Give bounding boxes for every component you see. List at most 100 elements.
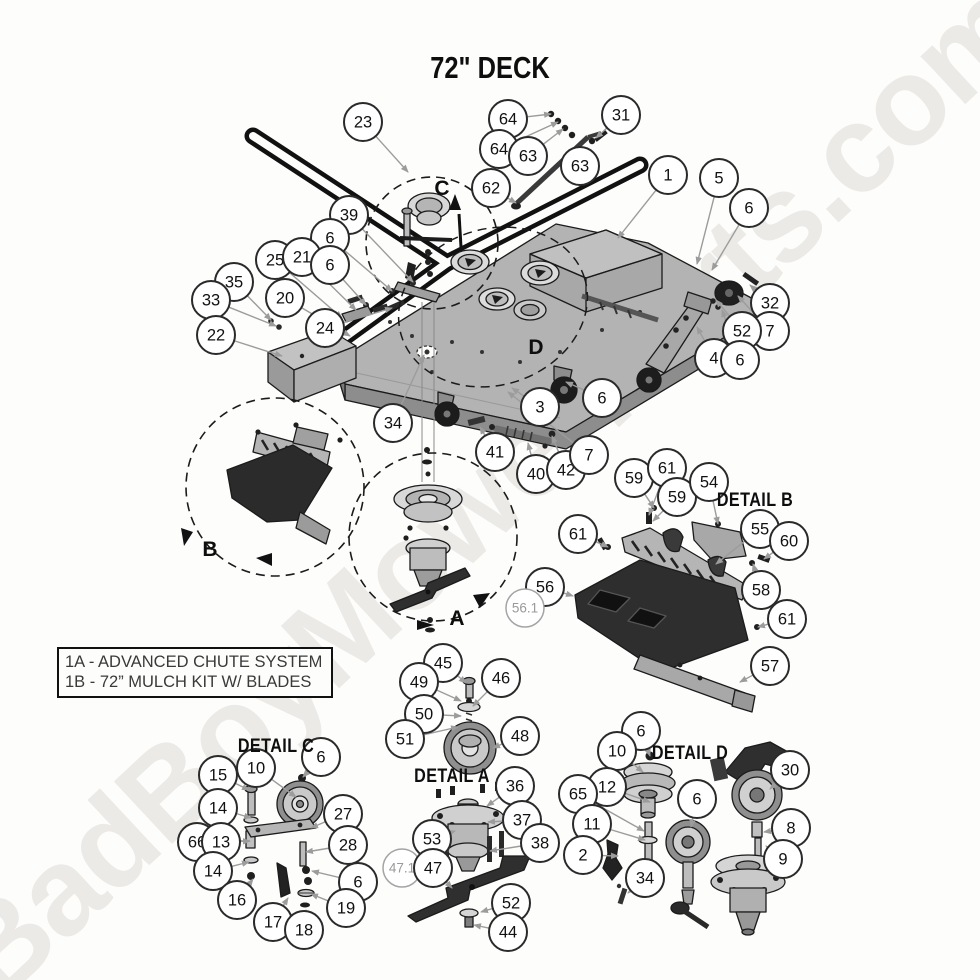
svg-text:DETAIL A: DETAIL A [414, 765, 490, 787]
svg-text:7: 7 [584, 447, 593, 465]
callout-53: 53 [412, 819, 452, 859]
svg-text:34: 34 [636, 870, 654, 888]
detail-b-assembly [574, 505, 771, 713]
callout-6: 6 [301, 737, 341, 777]
svg-text:35: 35 [225, 274, 243, 292]
svg-text:45: 45 [434, 655, 452, 673]
svg-text:64: 64 [499, 111, 517, 129]
svg-text:40: 40 [527, 466, 545, 484]
callout-58: 58 [741, 570, 781, 610]
svg-text:61: 61 [778, 611, 796, 629]
svg-text:34: 34 [384, 415, 402, 433]
svg-text:6: 6 [597, 390, 606, 408]
svg-text:30: 30 [781, 762, 799, 780]
svg-text:61: 61 [569, 526, 587, 544]
callout-48: 48 [500, 716, 540, 756]
legend-line-1a: 1A - ADVANCED CHUTE SYSTEM [65, 653, 323, 671]
svg-text:49: 49 [410, 674, 428, 692]
legend-box: 1A - ADVANCED CHUTE SYSTEM 1B - 72” MULC… [57, 647, 333, 698]
svg-text:53: 53 [423, 831, 441, 849]
detail-b-callout-area [181, 397, 365, 577]
callout-64: 64 [479, 129, 519, 169]
svg-text:47.1: 47.1 [389, 861, 415, 876]
svg-text:17: 17 [264, 914, 282, 932]
callout-36: 36 [495, 766, 535, 806]
svg-text:11: 11 [583, 816, 600, 834]
svg-text:27: 27 [334, 806, 352, 824]
detail-c-callout-area [365, 176, 499, 310]
svg-text:28: 28 [339, 837, 357, 855]
svg-text:47: 47 [424, 860, 442, 878]
svg-text:23: 23 [354, 114, 372, 132]
svg-text:24: 24 [316, 320, 334, 338]
callout-63: 63 [508, 136, 548, 176]
callout-41: 41 [475, 432, 515, 472]
svg-text:14: 14 [204, 863, 222, 881]
callout-47.1: 47.1 [382, 848, 422, 888]
svg-text:6: 6 [316, 749, 325, 767]
svg-text:59: 59 [668, 489, 686, 507]
callout-62: 62 [471, 168, 511, 208]
callout-22: 22 [196, 315, 236, 355]
svg-text:21: 21 [293, 249, 311, 267]
callout-16: 16 [217, 880, 257, 920]
svg-text:62: 62 [482, 180, 500, 198]
detail-label: DETAIL B [717, 489, 793, 511]
svg-text:56.1: 56.1 [512, 601, 538, 616]
callout-33: 33 [191, 280, 231, 320]
svg-text:3: 3 [535, 399, 544, 417]
section-letter-A: A [449, 607, 464, 630]
callout-56.1: 56.1 [505, 588, 545, 628]
section-a-area [348, 452, 518, 633]
callout-19: 19 [326, 888, 366, 928]
callout-34: 34 [625, 858, 665, 898]
svg-text:51: 51 [396, 731, 414, 749]
section-letter-B: B [202, 538, 217, 561]
callout-6: 6 [677, 779, 717, 819]
callout-34: 34 [373, 403, 413, 443]
svg-text:15: 15 [209, 767, 227, 785]
svg-text:22: 22 [207, 327, 225, 345]
callout-52: 52 [491, 883, 531, 923]
turnbuckle [467, 415, 556, 449]
svg-text:13: 13 [212, 834, 230, 852]
svg-text:DETAIL D: DETAIL D [652, 742, 728, 764]
svg-text:6: 6 [735, 352, 744, 370]
svg-text:5: 5 [714, 170, 723, 188]
svg-text:36: 36 [506, 778, 524, 796]
svg-text:61: 61 [658, 460, 676, 478]
detail-label: DETAIL D [652, 742, 728, 764]
callout-63: 63 [560, 146, 600, 186]
svg-text:56: 56 [536, 579, 554, 597]
svg-text:2: 2 [578, 847, 587, 865]
callout-9: 9 [763, 839, 803, 879]
svg-text:58: 58 [752, 582, 770, 600]
callout-52: 52 [722, 311, 762, 351]
callout-54: 54 [689, 462, 729, 502]
svg-text:18: 18 [295, 922, 313, 940]
svg-text:4: 4 [709, 350, 718, 368]
svg-text:65: 65 [569, 786, 587, 804]
svg-text:31: 31 [612, 107, 630, 125]
callout-23: 23 [343, 102, 383, 142]
detail-label: DETAIL A [414, 765, 490, 787]
svg-text:6: 6 [325, 257, 334, 275]
svg-text:9: 9 [778, 851, 787, 869]
svg-text:42: 42 [557, 462, 575, 480]
callout-3: 3 [520, 387, 560, 427]
svg-text:50: 50 [415, 706, 433, 724]
callout-57: 57 [750, 646, 790, 686]
roller-bracket-arm [581, 271, 760, 393]
callout-6: 6 [729, 188, 769, 228]
svg-text:52: 52 [733, 323, 751, 341]
legend-line-1b: 1B - 72” MULCH KIT W/ BLADES [65, 673, 312, 691]
svg-text:6: 6 [325, 230, 334, 248]
svg-text:6: 6 [636, 723, 645, 741]
svg-text:6: 6 [744, 200, 753, 218]
svg-text:48: 48 [511, 728, 529, 746]
callout-30: 30 [770, 750, 810, 790]
deck-pulleys [450, 249, 560, 321]
